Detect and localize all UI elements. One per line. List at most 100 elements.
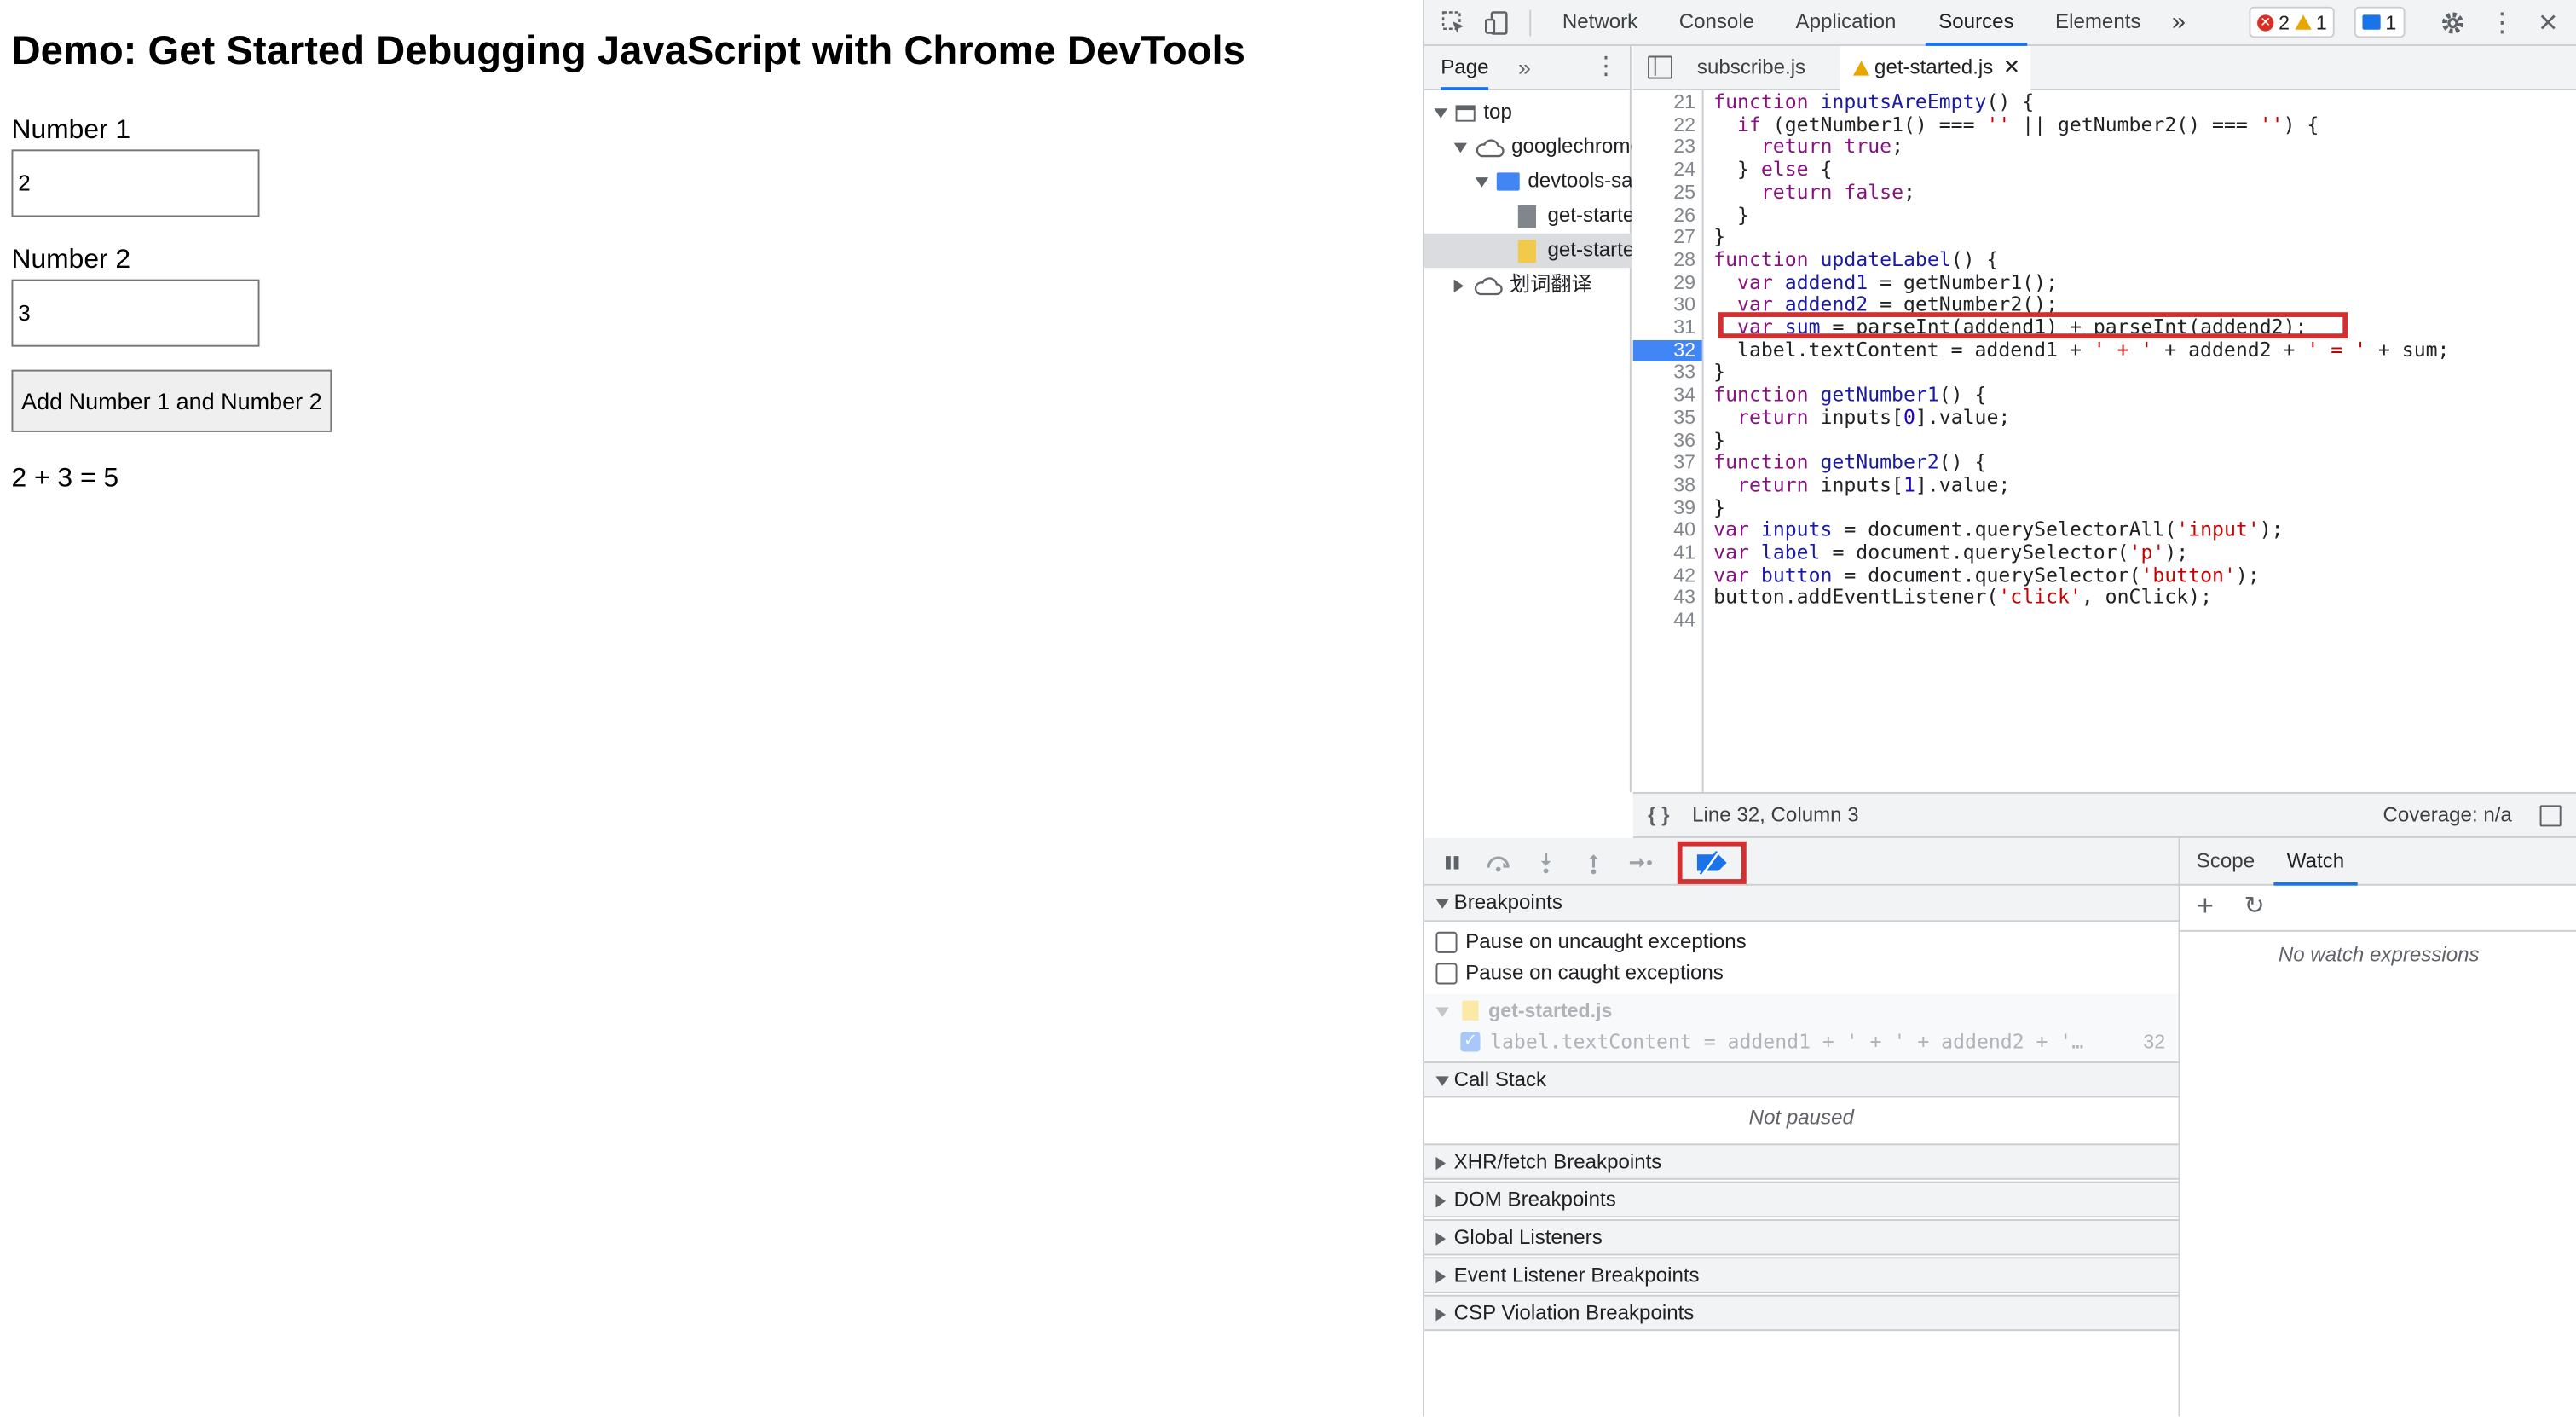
tree-item-top[interactable]: top [1424,95,1632,130]
code-line[interactable]: return false; [1760,180,1915,204]
tab-scope[interactable]: Scope [2196,849,2255,873]
navigator-more-icon[interactable]: » [1517,54,1531,81]
section-global-listeners[interactable]: Global Listeners [1424,1219,2179,1256]
line-number[interactable]: 34 [1673,383,1695,407]
tree-item-file-selected[interactable]: get-starte [1424,233,1632,269]
messages-counter[interactable]: 1 [2354,6,2405,38]
breakpoint-marker[interactable]: 32 [1632,338,1702,362]
code-line[interactable]: return inputs[1].value; [1737,472,2011,496]
code-line[interactable]: var addend2 = getNumber2(); [1737,292,2059,316]
code-line[interactable]: return inputs[0].value; [1737,405,2011,429]
issues-counter[interactable]: ✕ 2 1 [2249,6,2336,38]
tree-item-devtools-folder[interactable]: devtools-sa [1424,165,1632,199]
toggle-navigator-icon[interactable] [1648,55,1672,79]
line-number[interactable]: 37 [1673,450,1695,474]
code-line[interactable]: return true; [1760,135,1904,159]
more-options-icon[interactable]: ⋮ [2488,9,2515,38]
step-icon[interactable] [1628,849,1655,876]
line-number[interactable]: 23 [1673,135,1695,159]
code-line[interactable]: } [1713,495,1726,519]
tree-item-googlechrome[interactable]: googlechrome [1424,130,1632,164]
pause-caught-checkbox[interactable] [1435,963,1458,985]
code-line[interactable]: } [1713,203,1749,227]
code-line[interactable]: var inputs = document.querySelectorAll('… [1713,518,2284,541]
line-number[interactable]: 27 [1673,225,1695,249]
code-line[interactable]: function getNumber1() { [1713,383,1987,407]
line-number[interactable]: 41 [1673,541,1695,564]
section-xhr-breakpoints[interactable]: XHR/fetch Breakpoints [1424,1143,2179,1180]
section-breakpoints[interactable]: Breakpoints [1424,885,2179,922]
code-line[interactable]: button.addEventListener('click', onClick… [1713,585,2213,609]
tab-elements[interactable]: Elements [2055,9,2141,33]
line-number[interactable]: 40 [1673,518,1695,541]
deactivate-breakpoints-button[interactable] [1677,841,1747,884]
code-line[interactable]: label.textContent = addend1 + ' + ' + ad… [1713,338,2450,361]
line-number[interactable]: 36 [1673,428,1695,452]
tab-application[interactable]: Application [1795,9,1897,33]
code-line[interactable]: } [1713,225,1726,249]
section-call-stack[interactable]: Call Stack [1424,1061,2179,1098]
add-numbers-button[interactable]: Add Number 1 and Number 2 [11,369,332,432]
line-number[interactable]: 29 [1673,270,1695,294]
pause-icon[interactable] [1439,849,1465,876]
code-line[interactable]: function updateLabel() { [1713,247,1999,271]
number2-input[interactable]: 3 [11,279,260,347]
device-toolbar-icon[interactable] [1480,7,1513,40]
file-tab-subscribe[interactable]: subscribe.js [1696,55,1806,79]
toggle-debugger-icon[interactable] [2539,805,2562,827]
tab-sources[interactable]: Sources [1925,0,2028,46]
code-line[interactable]: } [1713,360,1726,384]
code-line[interactable]: function inputsAreEmpty() { [1713,90,2035,113]
number1-input[interactable]: 2 [11,149,260,217]
tree-item-file[interactable]: get-starte [1424,199,1632,233]
pretty-print-icon[interactable]: { } [1648,803,1670,827]
line-number[interactable]: 35 [1673,405,1695,429]
section-event-listener-breakpoints[interactable]: Event Listener Breakpoints [1424,1257,2179,1293]
tab-watch[interactable]: Watch [2273,838,2358,886]
code-line[interactable]: if (getNumber1() === '' || getNumber2() … [1737,113,2319,136]
code-line[interactable]: var button = document.querySelector('but… [1713,563,2260,587]
line-number[interactable]: 42 [1673,563,1695,587]
line-number[interactable]: 38 [1673,472,1695,496]
line-number[interactable]: 22 [1673,113,1695,136]
line-number[interactable]: 24 [1673,158,1695,182]
js-file-icon [1517,239,1537,263]
navigator-menu-icon[interactable]: ⋮ [1593,52,1619,81]
file-tab-get-started[interactable]: get-started.js✕ [1840,45,2031,91]
tree-item-extension[interactable]: 划词翻译 [1424,268,1632,302]
close-devtools-icon[interactable]: ✕ [2538,9,2559,38]
line-number[interactable]: 31 [1673,315,1695,339]
code-line[interactable]: var addend1 = getNumber1(); [1737,270,2059,294]
tab-network[interactable]: Network [1562,9,1638,33]
code-line[interactable]: } [1713,428,1726,452]
more-tabs-icon[interactable]: » [2171,8,2186,37]
navigator-tab-page[interactable]: Page [1441,46,1489,91]
line-number[interactable]: 43 [1673,585,1695,609]
close-tab-icon[interactable]: ✕ [2002,55,2021,79]
step-out-icon[interactable] [1580,849,1607,876]
pause-uncaught-checkbox[interactable] [1435,931,1458,953]
inspect-element-icon[interactable] [1437,7,1470,40]
breakpoint-checkbox[interactable]: ✓ [1460,1032,1481,1052]
line-number[interactable]: 26 [1673,203,1695,227]
line-number[interactable]: 30 [1673,292,1695,316]
tab-console[interactable]: Console [1678,9,1755,33]
line-number[interactable]: 44 [1673,608,1695,632]
settings-gear-icon[interactable] [2436,7,2469,40]
step-into-icon[interactable] [1533,849,1559,876]
section-csp-violation-breakpoints[interactable]: CSP Violation Breakpoints [1424,1294,2179,1332]
line-number[interactable]: 39 [1673,495,1695,519]
section-dom-breakpoints[interactable]: DOM Breakpoints [1424,1181,2179,1218]
refresh-icon[interactable]: ↻ [2244,892,2265,921]
line-number[interactable]: 28 [1673,247,1695,271]
code-line[interactable]: } else { [1713,158,1833,182]
step-over-icon[interactable] [1485,849,1511,876]
add-watch-icon[interactable]: + [2196,888,2215,922]
line-number[interactable]: 33 [1673,360,1695,384]
line-number[interactable]: 25 [1673,180,1695,204]
line-number[interactable]: 21 [1673,90,1695,113]
code-line[interactable]: function getNumber2() { [1713,450,1987,474]
code-line[interactable]: var label = document.querySelector('p'); [1713,541,2189,564]
